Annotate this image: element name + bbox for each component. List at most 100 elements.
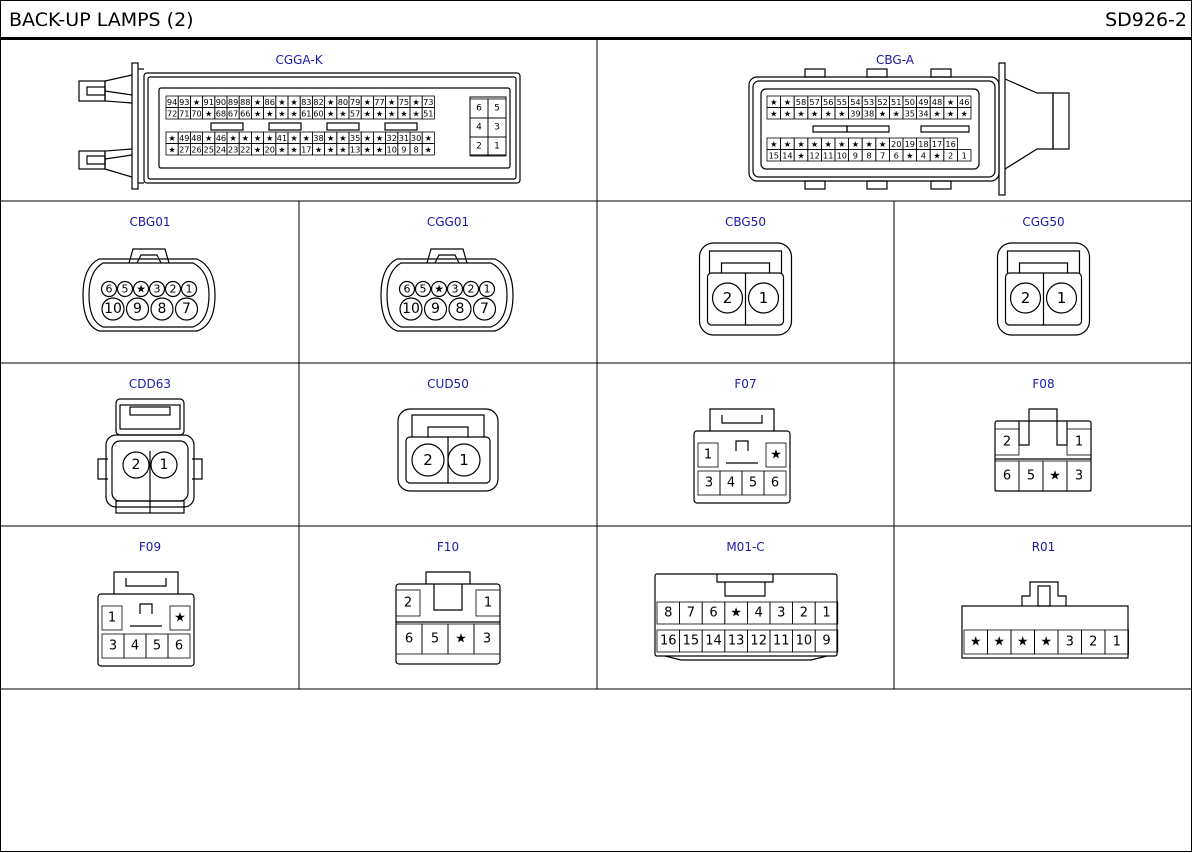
pin-label: 24 (216, 144, 226, 154)
pin-label: 6 (1003, 469, 1011, 484)
pin-label: ★ (339, 133, 346, 143)
connector-outline (427, 426, 469, 437)
pin-label: ★ (770, 448, 782, 463)
pin-label: 6 (404, 283, 411, 296)
pin-label: 18 (918, 139, 928, 149)
pin-circle (116, 280, 134, 298)
pin-label: ★ (434, 283, 444, 296)
pin-circle (1045, 282, 1078, 314)
pin-label: ★ (455, 632, 467, 647)
pin-cell (956, 149, 972, 162)
pin-label: ★ (254, 108, 261, 118)
connector-outline (961, 605, 1129, 659)
pin-label: 49 (179, 133, 189, 143)
pin-label: 35 (350, 133, 360, 143)
connector-outline (139, 603, 153, 614)
pin-label: ★ (993, 635, 1005, 650)
connector-outline (664, 655, 828, 661)
pin-label: 23 (228, 144, 238, 154)
pin-label: 25 (203, 144, 213, 154)
pin-label: 2 (404, 596, 412, 611)
pin-label: ★ (797, 150, 804, 160)
pin-label: 19 (905, 139, 915, 149)
pin-label: 80 (338, 97, 348, 107)
pin-label: 48 (932, 97, 942, 107)
connector-name: CBG50 (725, 215, 766, 229)
pin-label: ★ (388, 108, 395, 118)
connector-name: CGGA-K (275, 53, 323, 67)
pin-label: 3 (705, 476, 713, 491)
pin-cell (994, 428, 1020, 456)
pin-label: 46 (216, 133, 226, 143)
pin-label: ★ (339, 108, 346, 118)
pin-label: ★ (364, 133, 371, 143)
pin-label: 1 (759, 289, 769, 307)
pin-label: ★ (266, 108, 273, 118)
pin-label: 4 (131, 639, 139, 654)
connector-name: M01-C (726, 540, 765, 554)
pin-label: 15 (683, 634, 700, 649)
pin-label: ★ (770, 139, 777, 149)
pin-cell (421, 107, 435, 120)
pin-label: 4 (476, 123, 482, 133)
pin-label: 11 (823, 150, 833, 160)
connector-name: F08 (1032, 377, 1055, 391)
connector-outline (82, 258, 216, 332)
pin-label: 7 (480, 301, 489, 317)
pin-label: ★ (229, 133, 236, 143)
pin-label: ★ (376, 133, 383, 143)
pin-label: 3 (777, 606, 785, 621)
pin-label: 20 (264, 144, 274, 154)
pin-label: 4 (727, 476, 735, 491)
pin-label: ★ (315, 144, 322, 154)
pin-label: 1 (1113, 635, 1121, 650)
connector-name: F10 (436, 540, 460, 554)
pin-cell (1104, 629, 1129, 655)
pin-label: 1 (494, 142, 500, 152)
pin-label: ★ (906, 150, 913, 160)
pin-label: 1 (822, 606, 830, 621)
pin-label: 27 (179, 144, 189, 154)
pin-label: 10 (837, 150, 847, 160)
connector-outline (1021, 581, 1067, 606)
pin-label: 3 (109, 639, 117, 654)
pin-label: ★ (376, 144, 383, 154)
pin-circle (447, 443, 481, 477)
pin-label: ★ (784, 97, 791, 107)
pin-label: ★ (278, 108, 285, 118)
pin-cell (421, 143, 435, 156)
pin-label: ★ (933, 108, 940, 118)
pin-label: 3 (483, 632, 491, 647)
pin-label: 14 (782, 150, 792, 160)
connector-outline (192, 458, 203, 480)
pin-label: ★ (784, 108, 791, 118)
pin-cell (1066, 460, 1092, 492)
pin-circle (174, 297, 199, 321)
pin-label: 15 (769, 150, 779, 160)
pin-cell (765, 442, 787, 468)
pin-label: ★ (327, 108, 334, 118)
pin-label: ★ (970, 635, 982, 650)
pin-label: ★ (168, 144, 175, 154)
pin-label: 82 (313, 97, 323, 107)
connector-outline (1037, 585, 1051, 607)
connector-outline (996, 242, 1091, 336)
pin-label: 79 (350, 97, 360, 107)
pin-circle (132, 280, 150, 298)
pin-label: ★ (838, 139, 845, 149)
pin-label: ★ (364, 108, 371, 118)
pin-label: ★ (193, 97, 200, 107)
pin-label: ★ (412, 108, 419, 118)
connector-outline (724, 582, 766, 597)
pin-label: 60 (313, 108, 323, 118)
pin-label: ★ (376, 108, 383, 118)
pin-label: 51 (891, 97, 901, 107)
